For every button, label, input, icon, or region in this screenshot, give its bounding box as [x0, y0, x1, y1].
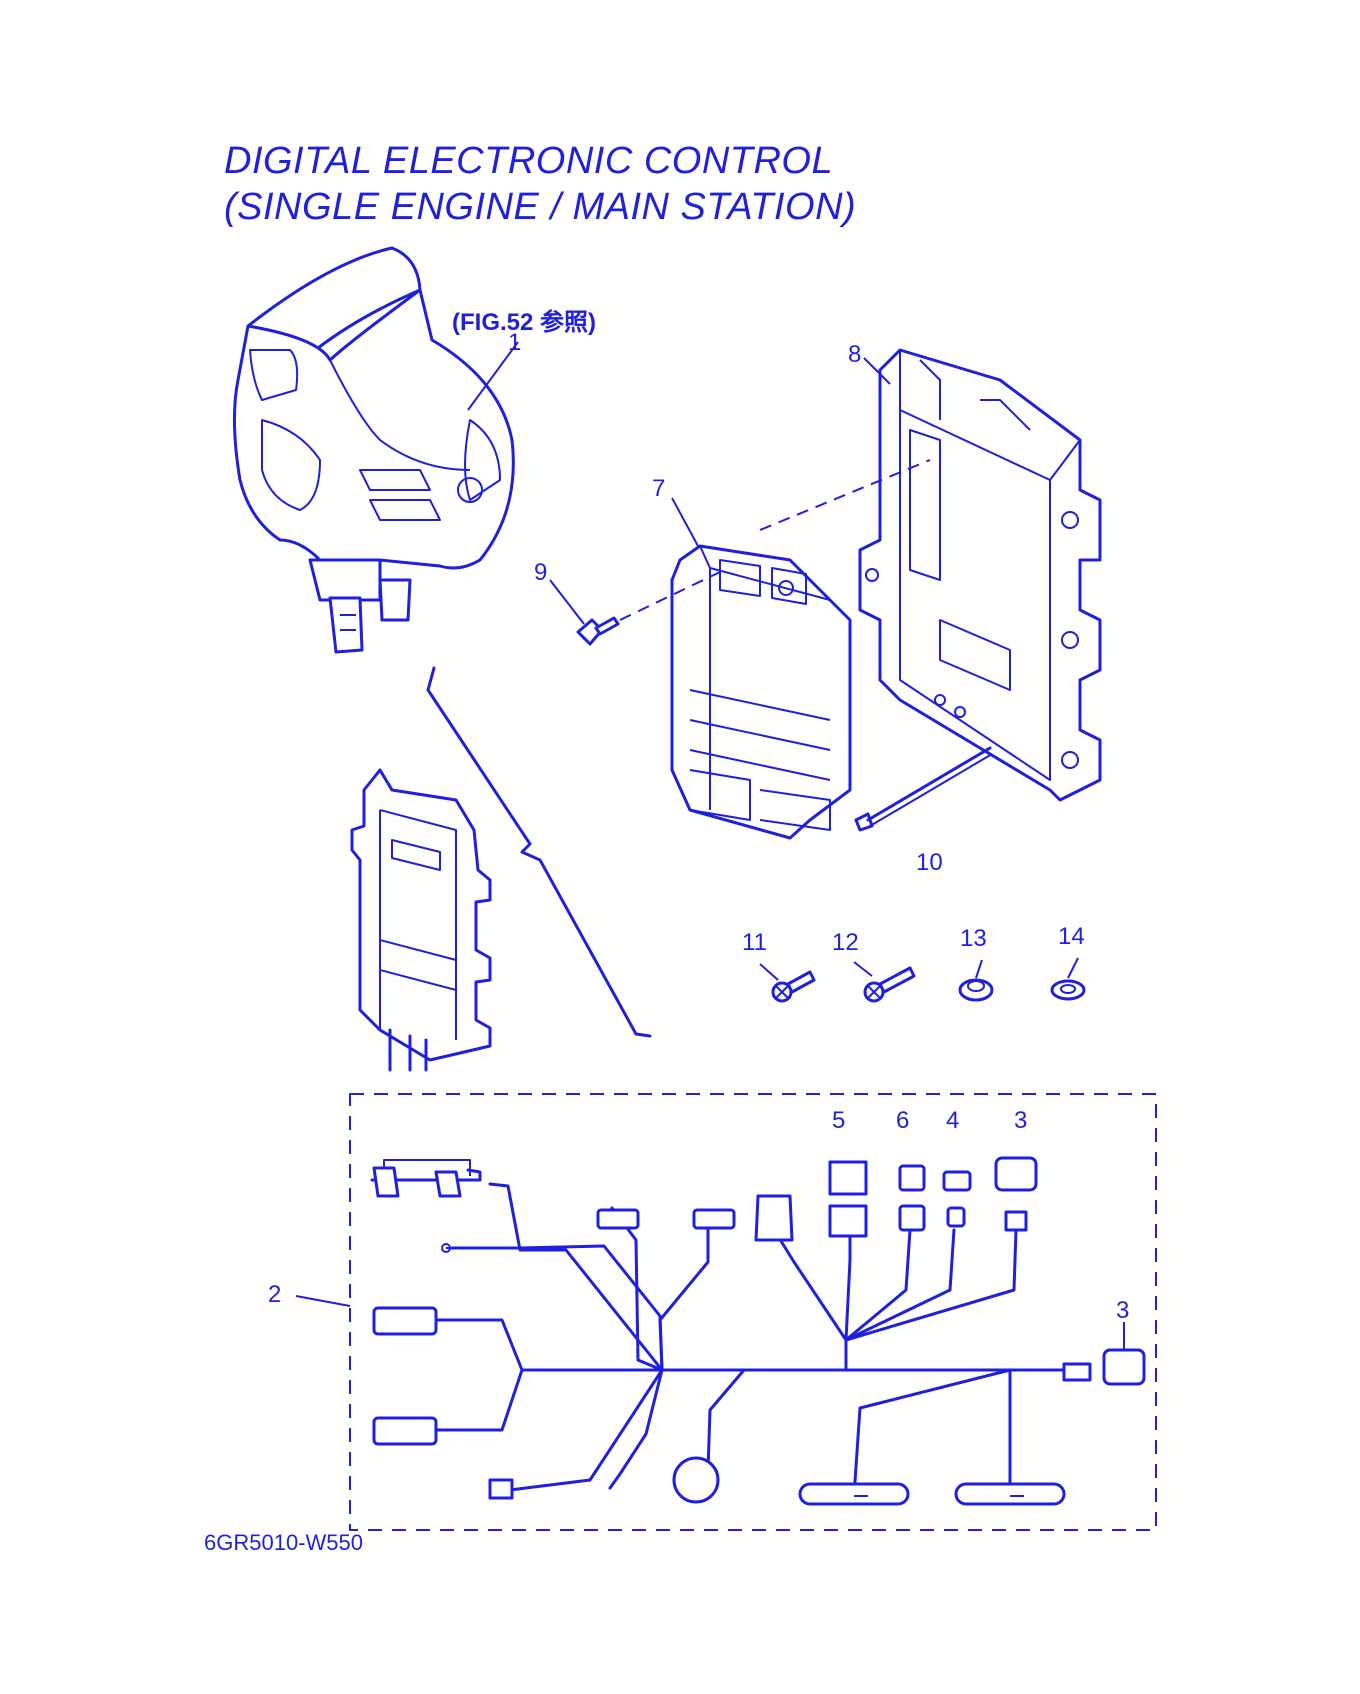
callout-5: 5 — [832, 1107, 845, 1134]
leader-lines — [295, 341, 1125, 1350]
ecu-unit — [670, 544, 852, 840]
callout-9: 9 — [534, 559, 547, 586]
callout-3a: 3 — [1014, 1107, 1027, 1134]
screw-9 — [576, 616, 620, 646]
diagram-title-line-2: (SINGLE ENGINE / MAIN STATION) — [224, 186, 857, 228]
assembly-brace — [426, 666, 652, 1038]
screw-11 — [771, 970, 816, 1003]
callout-10: 10 — [916, 849, 943, 876]
remote-control-lever — [232, 246, 515, 654]
fig-reference: (FIG.52 参照) — [452, 308, 596, 336]
ecu-bracket — [858, 348, 1102, 802]
washer-14 — [1050, 979, 1086, 1001]
callout-13: 13 — [960, 925, 987, 952]
wire-harness — [370, 1168, 1074, 1498]
screw-12 — [863, 966, 916, 1003]
callout-3b: 3 — [1116, 1297, 1129, 1324]
diagram-title-line-1: DIGITAL ELECTRONIC CONTROL — [224, 140, 834, 182]
harness-connectors — [372, 1156, 1146, 1506]
wire-harness-box — [349, 1093, 1157, 1531]
nut-13 — [958, 978, 994, 1002]
cable-tie-10 — [854, 746, 993, 832]
callout-12: 12 — [832, 929, 859, 956]
callout-14: 14 — [1058, 923, 1085, 950]
callout-4: 4 — [946, 1107, 959, 1134]
ecu-assembly-view — [350, 768, 492, 1072]
drawing-code: 6GR5010-W550 — [204, 1530, 363, 1555]
callout-1: 1 — [508, 329, 521, 356]
callout-11: 11 — [742, 929, 767, 956]
callout-6: 6 — [896, 1107, 909, 1134]
callout-2: 2 — [268, 1281, 281, 1308]
callout-8: 8 — [848, 341, 861, 368]
callout-7: 7 — [652, 475, 665, 502]
